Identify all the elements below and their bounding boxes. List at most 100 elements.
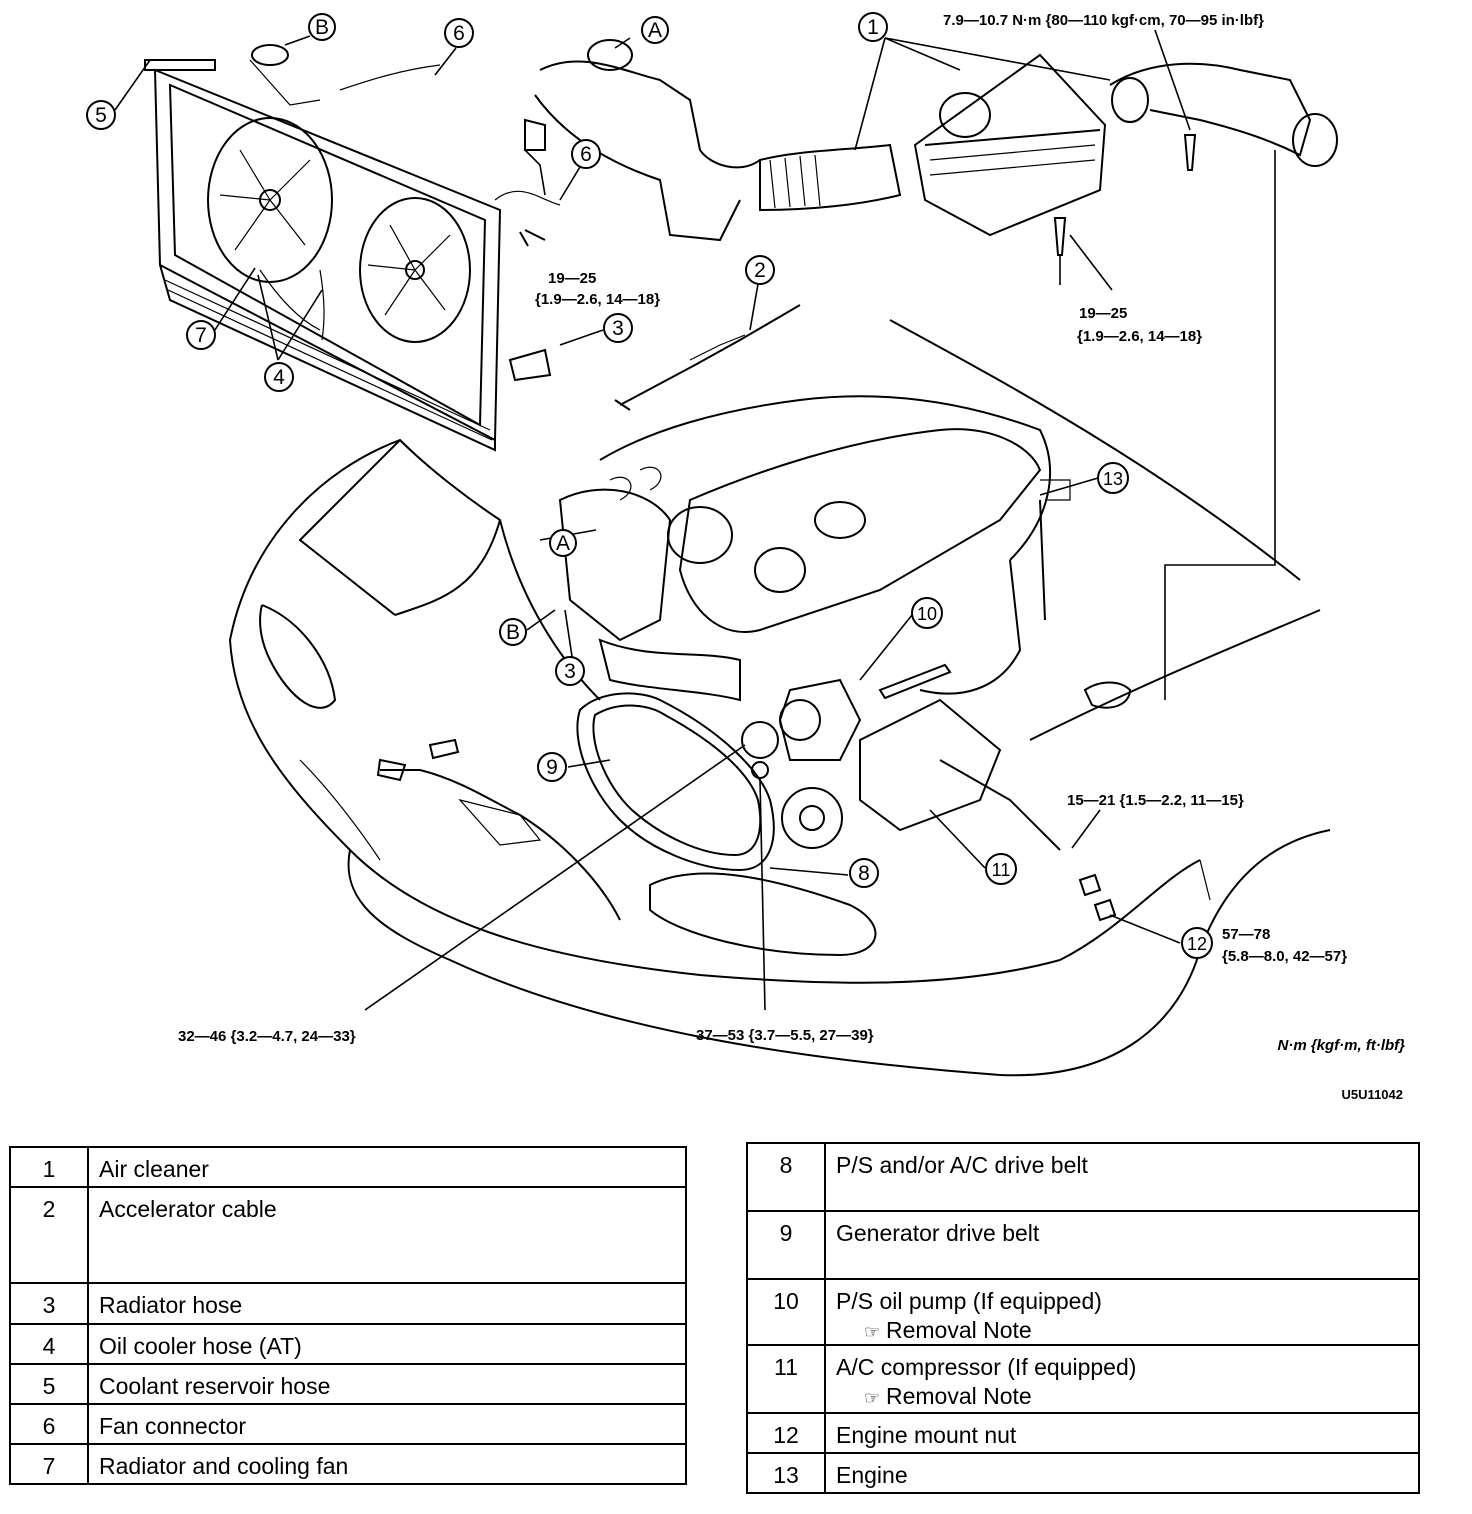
torque-generator-bolt: 32—46 {3.2—4.7, 24—33} (178, 1028, 356, 1045)
parts-table-right: 8 P/S and/or A/C drive belt 9 Generator … (746, 1142, 1420, 1494)
part-number: 4 (9, 1323, 89, 1365)
part-number: 6 (9, 1403, 89, 1445)
table-row: 11 A/C compressor (If equipped) ☞Removal… (746, 1344, 1420, 1414)
svg-text:4: 4 (273, 366, 285, 389)
callout-7: 7 (186, 320, 216, 350)
svg-text:3: 3 (564, 660, 576, 683)
parts-table-left: 1 Air cleaner 2 Accelerator cable 3 Radi… (9, 1146, 687, 1485)
part-number: 9 (746, 1210, 826, 1280)
table-row: 3 Radiator hose (9, 1282, 687, 1325)
callout-11: 11 (985, 853, 1017, 885)
table-row: 7 Radiator and cooling fan (9, 1443, 687, 1485)
table-row: 13 Engine (746, 1452, 1420, 1494)
cooling-fan-left (207, 117, 333, 283)
callout-A-upper: A (641, 16, 669, 44)
exploded-diagram: 1 2 3 3 4 5 6 6 7 8 9 10 11 12 13 A A B … (86, 12, 1406, 1102)
part-number: 10 (746, 1278, 826, 1346)
callout-2: 2 (745, 255, 775, 285)
callout-4: 4 (264, 362, 294, 392)
part-name: Fan connector (87, 1403, 687, 1445)
part-name: P/S and/or A/C drive belt (824, 1142, 1420, 1212)
part-name: Oil cooler hose (AT) (87, 1323, 687, 1365)
callout-B-upper: B (308, 13, 336, 41)
torque-engine-mount-nut-alt: {5.8—8.0, 42—57} (1222, 948, 1347, 965)
torque-pump-bolt: 37—53 {3.7—5.5, 27—39} (696, 1027, 874, 1044)
torque-air-cleaner-bolt: 7.9—10.7 N·m {80—110 kgf·cm, 70—95 in·lb… (943, 12, 1264, 29)
hand-pointer-icon: ☞ (864, 1388, 881, 1408)
svg-text:A: A (648, 19, 662, 42)
table-row: 5 Coolant reservoir hose (9, 1363, 687, 1405)
callout-5: 5 (86, 100, 116, 130)
callout-6-upper: 6 (444, 18, 474, 48)
removal-note-link[interactable]: ☞Removal Note (836, 1383, 1418, 1410)
part-number: 5 (9, 1363, 89, 1405)
part-number: 7 (9, 1443, 89, 1485)
torque-engine-mount-nut: 57—78 (1222, 926, 1270, 943)
table-row: 2 Accelerator cable (9, 1186, 687, 1284)
part-number: 13 (746, 1452, 826, 1494)
part-name: Radiator hose (87, 1282, 687, 1325)
torque-radiator-bolt: 19—25 (548, 270, 596, 287)
torque-radiator-bolt-alt: {1.9—2.6, 14—18} (535, 291, 660, 308)
callout-3-upper: 3 (603, 313, 633, 343)
part-name: A/C compressor (If equipped) (836, 1354, 1137, 1380)
ps-oil-pump (778, 663, 952, 761)
svg-text:11: 11 (992, 860, 1011, 880)
figure-code: U5U11042 (1342, 1087, 1403, 1102)
removal-note-link[interactable]: ☞Removal Note (836, 1317, 1418, 1344)
table-row: 4 Oil cooler hose (AT) (9, 1323, 687, 1365)
torque-air-cleaner-mount: 19—25 (1079, 305, 1127, 322)
part-number: 1 (9, 1146, 89, 1188)
part-name: Generator drive belt (824, 1210, 1420, 1280)
accelerator-cable (614, 304, 801, 411)
svg-text:2: 2 (754, 259, 766, 282)
part-name: P/S oil pump (If equipped) (836, 1288, 1102, 1314)
cooling-fan-right (359, 197, 471, 343)
callout-3-lower: 3 (555, 656, 585, 686)
callout-13: 13 (1097, 462, 1129, 494)
radiator-assembly (144, 44, 561, 452)
ac-compressor (859, 698, 1117, 922)
part-number: 12 (746, 1412, 826, 1454)
svg-text:1: 1 (867, 16, 879, 39)
callout-9: 9 (537, 752, 567, 782)
svg-text:A: A (556, 532, 570, 555)
callout-1: 1 (858, 12, 888, 42)
table-row: 10 P/S oil pump (If equipped) ☞Removal N… (746, 1278, 1420, 1346)
car-body-outline (229, 319, 1331, 1077)
table-row: 8 P/S and/or A/C drive belt (746, 1142, 1420, 1212)
air-intake-duct (524, 39, 902, 242)
part-name: Accelerator cable (87, 1186, 687, 1284)
svg-text:B: B (506, 621, 520, 644)
svg-text:9: 9 (546, 756, 558, 779)
table-row: 9 Generator drive belt (746, 1210, 1420, 1280)
air-cleaner-box (913, 53, 1338, 256)
unit-note: N·m {kgf·m, ft·lbf} (1278, 1037, 1406, 1054)
drive-belts (576, 692, 843, 872)
part-number: 11 (746, 1344, 826, 1414)
part-name: Engine mount nut (824, 1412, 1420, 1454)
part-number: 2 (9, 1186, 89, 1284)
callout-12: 12 (1181, 927, 1213, 959)
table-row: 1 Air cleaner (9, 1146, 687, 1188)
callout-8: 8 (849, 858, 879, 888)
part-number: 8 (746, 1142, 826, 1212)
torque-compressor-bolt: 15—21 {1.5—2.2, 11—15} (1067, 792, 1244, 809)
svg-text:8: 8 (858, 862, 870, 885)
part-name: Air cleaner (87, 1146, 687, 1188)
removal-note-label: Removal Note (886, 1317, 1032, 1343)
part-number: 3 (9, 1282, 89, 1325)
svg-text:7: 7 (195, 324, 207, 347)
svg-text:12: 12 (1187, 934, 1207, 954)
callout-10: 10 (911, 597, 943, 629)
svg-text:5: 5 (95, 104, 107, 127)
leader-lines (114, 29, 1276, 1011)
generator-harness (376, 738, 621, 921)
callout-B-lower: B (499, 618, 527, 646)
svg-text:13: 13 (1103, 469, 1123, 489)
part-name: Radiator and cooling fan (87, 1443, 687, 1485)
svg-text:6: 6 (580, 143, 592, 166)
part-cell: P/S oil pump (If equipped) ☞Removal Note (824, 1278, 1420, 1346)
svg-text:6: 6 (453, 22, 465, 45)
part-name: Coolant reservoir hose (87, 1363, 687, 1405)
